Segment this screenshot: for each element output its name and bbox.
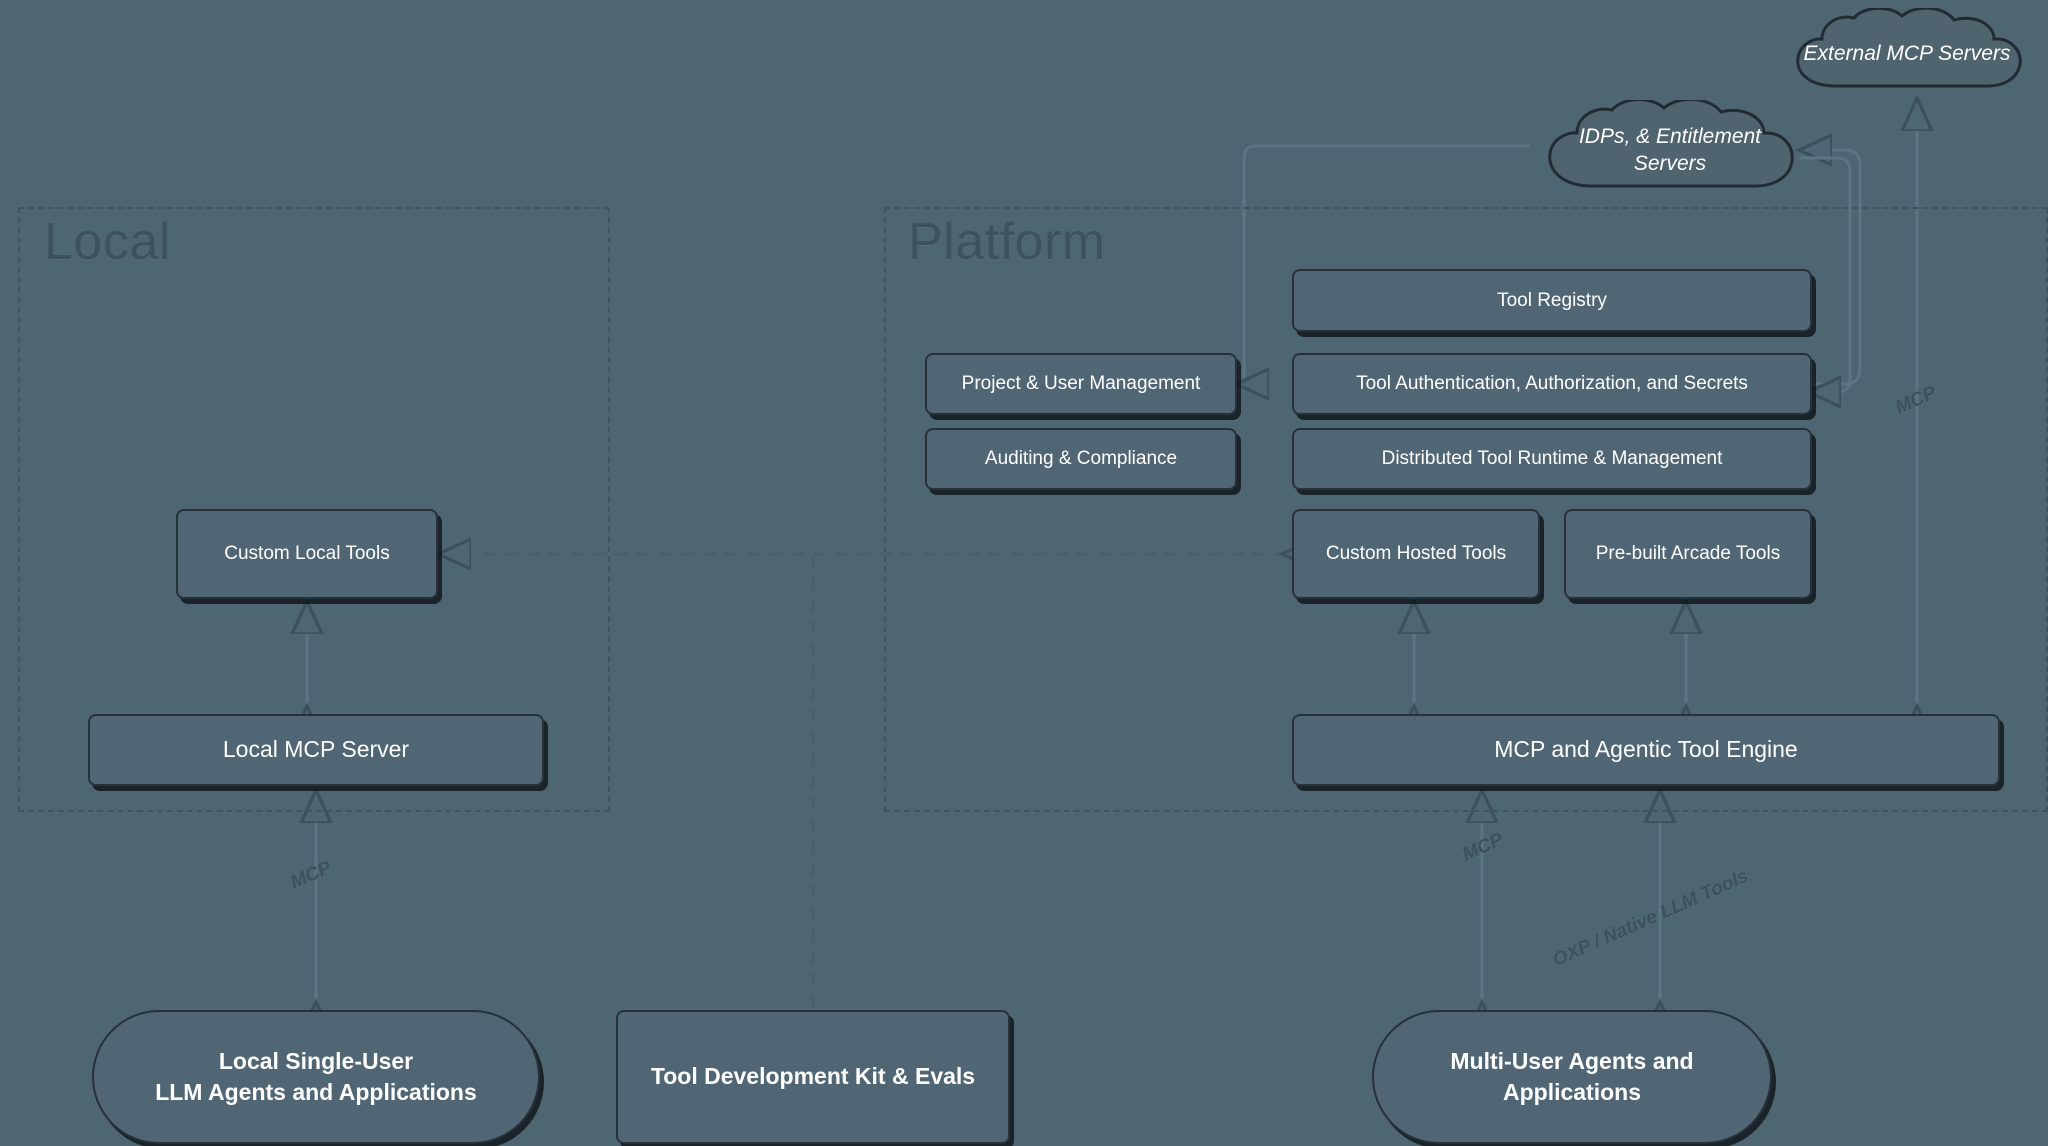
cloud-idps-entitlement-servers: IDPs, & Entitlement Servers: [1530, 100, 1810, 200]
edge-label-mcp-engine-agents: MCP: [1459, 829, 1507, 866]
edge-label-oxp-native-llm-tools: OXP / Native LLM Tools: [1549, 865, 1752, 972]
node-multi-user-agents[interactable]: Multi-User Agents and Applications: [1372, 1010, 1772, 1144]
node-custom-local-tools[interactable]: Custom Local Tools: [176, 509, 438, 599]
node-tool-authentication[interactable]: Tool Authentication, Authorization, and …: [1292, 353, 1812, 415]
node-mcp-agentic-tool-engine[interactable]: MCP and Agentic Tool Engine: [1292, 714, 2000, 786]
node-local-agents[interactable]: Local Single-User LLM Agents and Applica…: [92, 1010, 540, 1144]
node-distributed-tool-runtime[interactable]: Distributed Tool Runtime & Management: [1292, 428, 1812, 490]
node-project-user-management[interactable]: Project & User Management: [925, 353, 1237, 415]
zone-platform: [884, 207, 2048, 812]
zone-local-title: Local: [44, 213, 171, 271]
node-tool-development-kit[interactable]: Tool Development Kit & Evals: [616, 1010, 1010, 1144]
node-auditing-compliance[interactable]: Auditing & Compliance: [925, 428, 1237, 490]
node-custom-hosted-tools[interactable]: Custom Hosted Tools: [1292, 509, 1540, 599]
cloud-label: External MCP Servers: [1803, 42, 2011, 66]
node-tool-registry[interactable]: Tool Registry: [1292, 269, 1812, 332]
edge-label-mcp-local: MCP: [287, 857, 335, 894]
node-local-mcp-server[interactable]: Local MCP Server: [88, 714, 544, 786]
node-prebuilt-arcade-tools[interactable]: Pre-built Arcade Tools: [1564, 509, 1812, 599]
cloud-external-mcp-servers: External MCP Servers: [1778, 8, 2036, 100]
zone-local: [18, 207, 610, 812]
zone-platform-title: Platform: [908, 213, 1106, 271]
cloud-label: IDPs, & Entitlement Servers: [1578, 124, 1762, 175]
